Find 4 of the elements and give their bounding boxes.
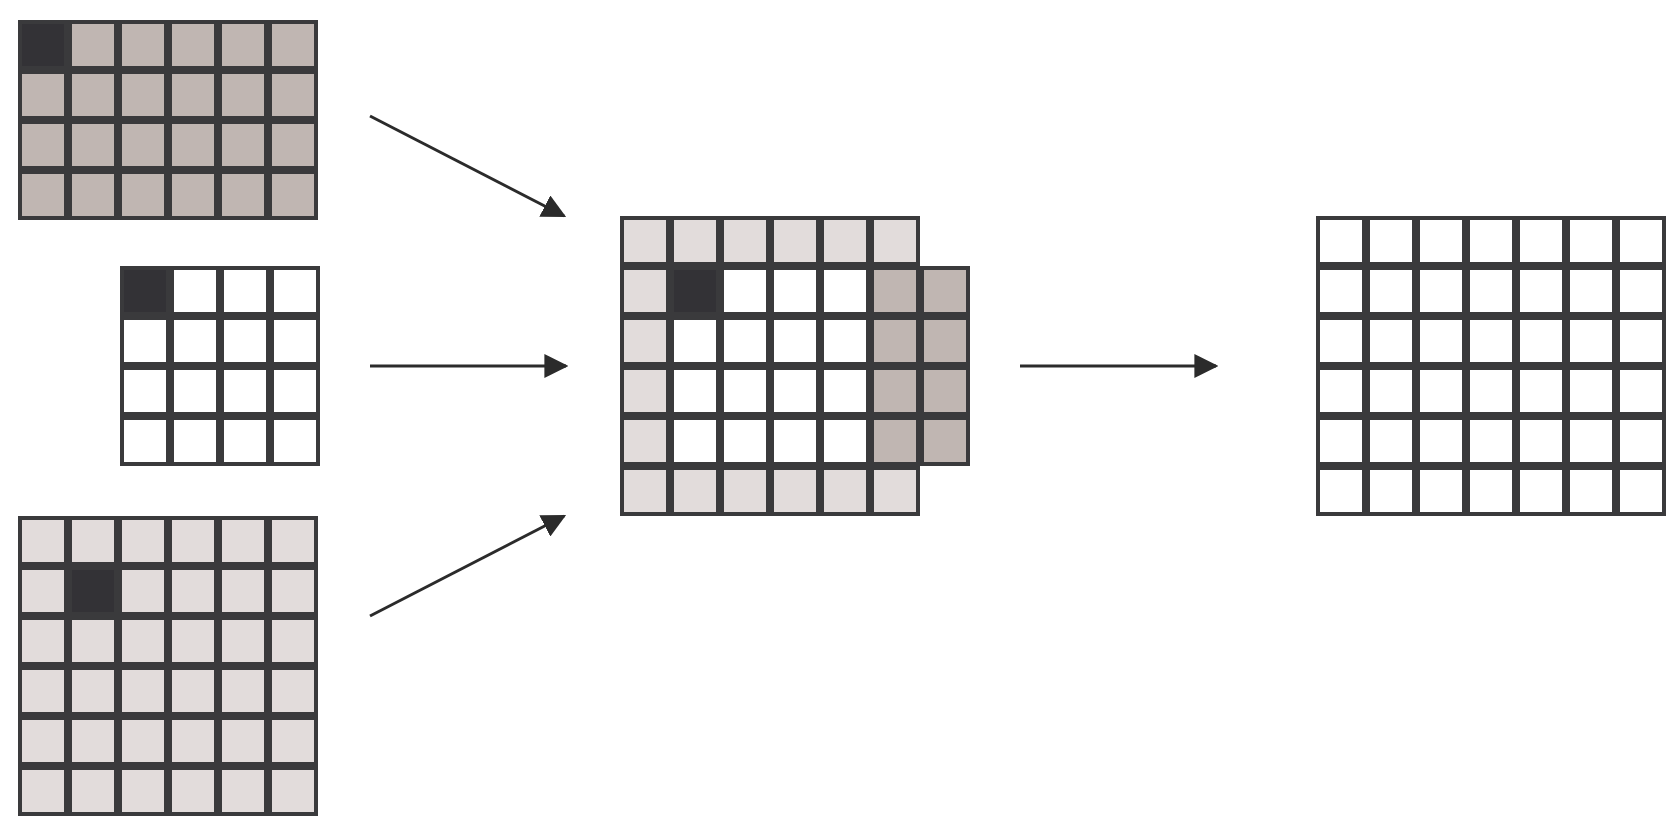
arrow [369,114,567,218]
arrow [370,354,569,378]
arrow [369,514,567,618]
arrow [1020,354,1219,378]
